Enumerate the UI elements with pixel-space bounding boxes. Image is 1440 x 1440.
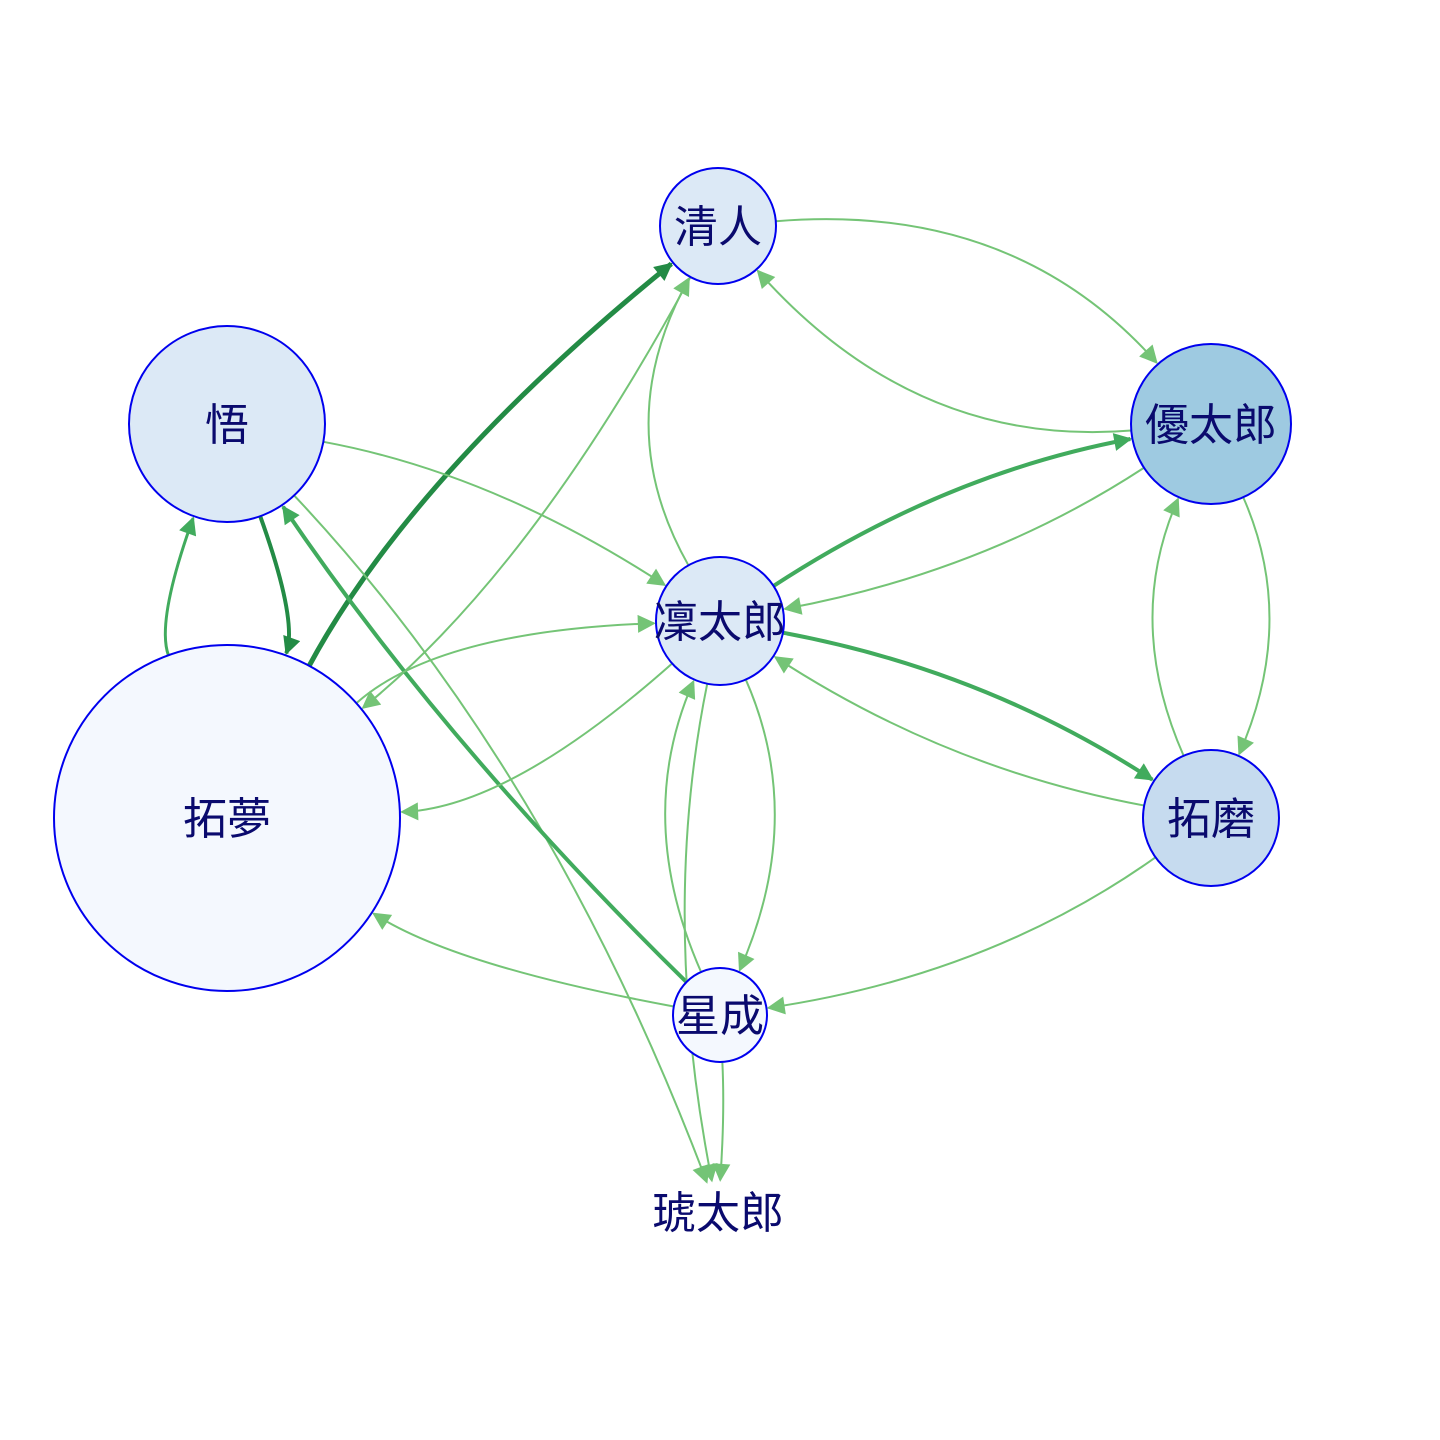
node-label-satoru: 悟 xyxy=(205,400,249,451)
edge-seina-to-kotaro xyxy=(712,1061,731,1182)
edge-takuma-to-seina xyxy=(766,856,1157,1015)
edge-rintaro-to-takuma xyxy=(782,630,1154,782)
node-label-seina: 星成 xyxy=(676,991,764,1042)
node-label-kiyoto: 清人 xyxy=(674,202,762,253)
node-rintaro: 凜太郎 xyxy=(654,556,786,686)
node-label-takuma: 拓磨 xyxy=(1167,794,1255,845)
edge-seina-to-takumu xyxy=(372,912,674,1008)
edge-yutaro-to-rintaro xyxy=(783,466,1145,615)
edge-rintaro-to-kiyoto xyxy=(647,276,690,566)
edge-takumu-to-kiyoto xyxy=(306,261,673,667)
edge-seina-to-satoru xyxy=(281,505,688,984)
edge-yutaro-to-kiyoto xyxy=(756,269,1132,434)
node-circle-seina xyxy=(672,967,768,1063)
node-label-yutaro: 優太郎 xyxy=(1145,400,1277,451)
edge-kiyoto-to-takumu xyxy=(361,276,692,709)
node-circle-yutaro xyxy=(1130,343,1292,505)
node-label-takumu: 拓夢 xyxy=(183,794,271,845)
node-kotaro: 琥太郎 xyxy=(652,1188,784,1239)
node-circle-takumu xyxy=(53,644,401,992)
edge-takuma-to-rintaro xyxy=(773,656,1145,807)
node-takuma: 拓磨 xyxy=(1142,749,1280,887)
node-circle-takuma xyxy=(1142,749,1280,887)
node-yutaro: 優太郎 xyxy=(1130,343,1292,505)
edge-seina-to-rintaro xyxy=(664,679,702,973)
node-circle-satoru xyxy=(128,325,326,523)
edge-rintaro-to-takumu xyxy=(400,662,673,821)
node-label-rintaro: 凜太郎 xyxy=(654,597,786,648)
edge-takumu-to-satoru xyxy=(163,516,197,656)
node-satoru: 悟 xyxy=(128,325,326,523)
edge-rintaro-to-seina xyxy=(738,679,776,972)
edge-rintaro-to-kotaro xyxy=(683,683,718,1183)
edge-satoru-to-kotaro xyxy=(293,494,710,1184)
edge-rintaro-to-yutaro xyxy=(772,433,1133,588)
edge-kiyoto-to-yutaro xyxy=(775,218,1158,364)
node-circle-kiyoto xyxy=(659,167,777,285)
node-label-kotaro: 琥太郎 xyxy=(652,1188,784,1239)
node-circle-rintaro xyxy=(655,556,785,686)
edge-satoru-to-takumu xyxy=(258,515,301,656)
node-kiyoto: 清人 xyxy=(659,167,777,285)
edges-layer xyxy=(163,218,1271,1184)
edge-takuma-to-yutaro xyxy=(1151,497,1185,757)
node-seina: 星成 xyxy=(672,967,768,1063)
edge-yutaro-to-takuma xyxy=(1237,496,1271,756)
edge-satoru-to-rintaro xyxy=(323,440,667,586)
edge-takumu-to-rintaro xyxy=(355,614,656,704)
node-takumu: 拓夢 xyxy=(53,644,401,992)
